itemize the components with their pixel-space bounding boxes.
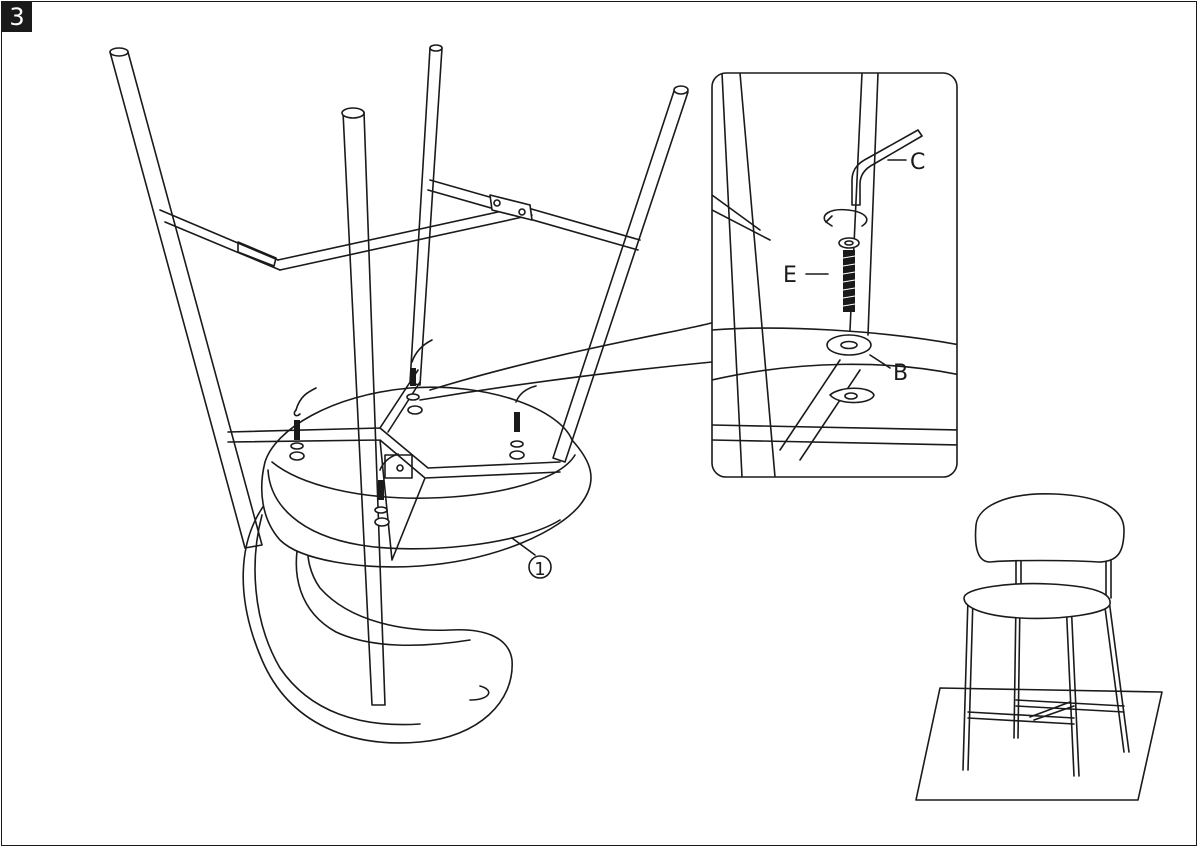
- detail-label-c: C: [910, 150, 925, 175]
- backrest-inner-edge: [254, 514, 421, 726]
- detail-label-e: E: [783, 263, 797, 288]
- leg-back-left: [409, 47, 443, 386]
- crossbar-left: [159, 209, 281, 271]
- detail-label-b: B: [893, 361, 908, 386]
- seat-edge: [271, 454, 576, 499]
- allen-key-c: [851, 129, 923, 206]
- leg-front-left: [109, 51, 263, 549]
- seat-mount-frame: [227, 369, 561, 561]
- crossbar-right: [427, 179, 641, 251]
- screw-set: [289, 339, 537, 527]
- crossbar-top: [277, 204, 533, 271]
- zoom-connector: [419, 321, 716, 401]
- floor-mat: [915, 687, 1163, 801]
- leg-back-right: [552, 87, 689, 463]
- washer-b: [826, 334, 872, 356]
- thumbnail-backrest: [974, 493, 1125, 563]
- screw-e-head: [838, 237, 860, 249]
- finished-stool-thumbnail: [915, 493, 1163, 801]
- detail-leg-left: [721, 73, 776, 477]
- thumbnail-seat: [963, 582, 1111, 620]
- part-callout-label: 1: [534, 559, 545, 580]
- detail-frame: [711, 72, 958, 478]
- part-callout-leader: [511, 537, 536, 556]
- detail-inset: C E B: [711, 72, 958, 478]
- inverted-stool: 1: [109, 44, 689, 744]
- seat-underside: [260, 386, 592, 568]
- step-number-badge: 3: [2, 2, 32, 32]
- backrest-shell: [242, 499, 513, 744]
- part-callout-circle: [528, 555, 552, 579]
